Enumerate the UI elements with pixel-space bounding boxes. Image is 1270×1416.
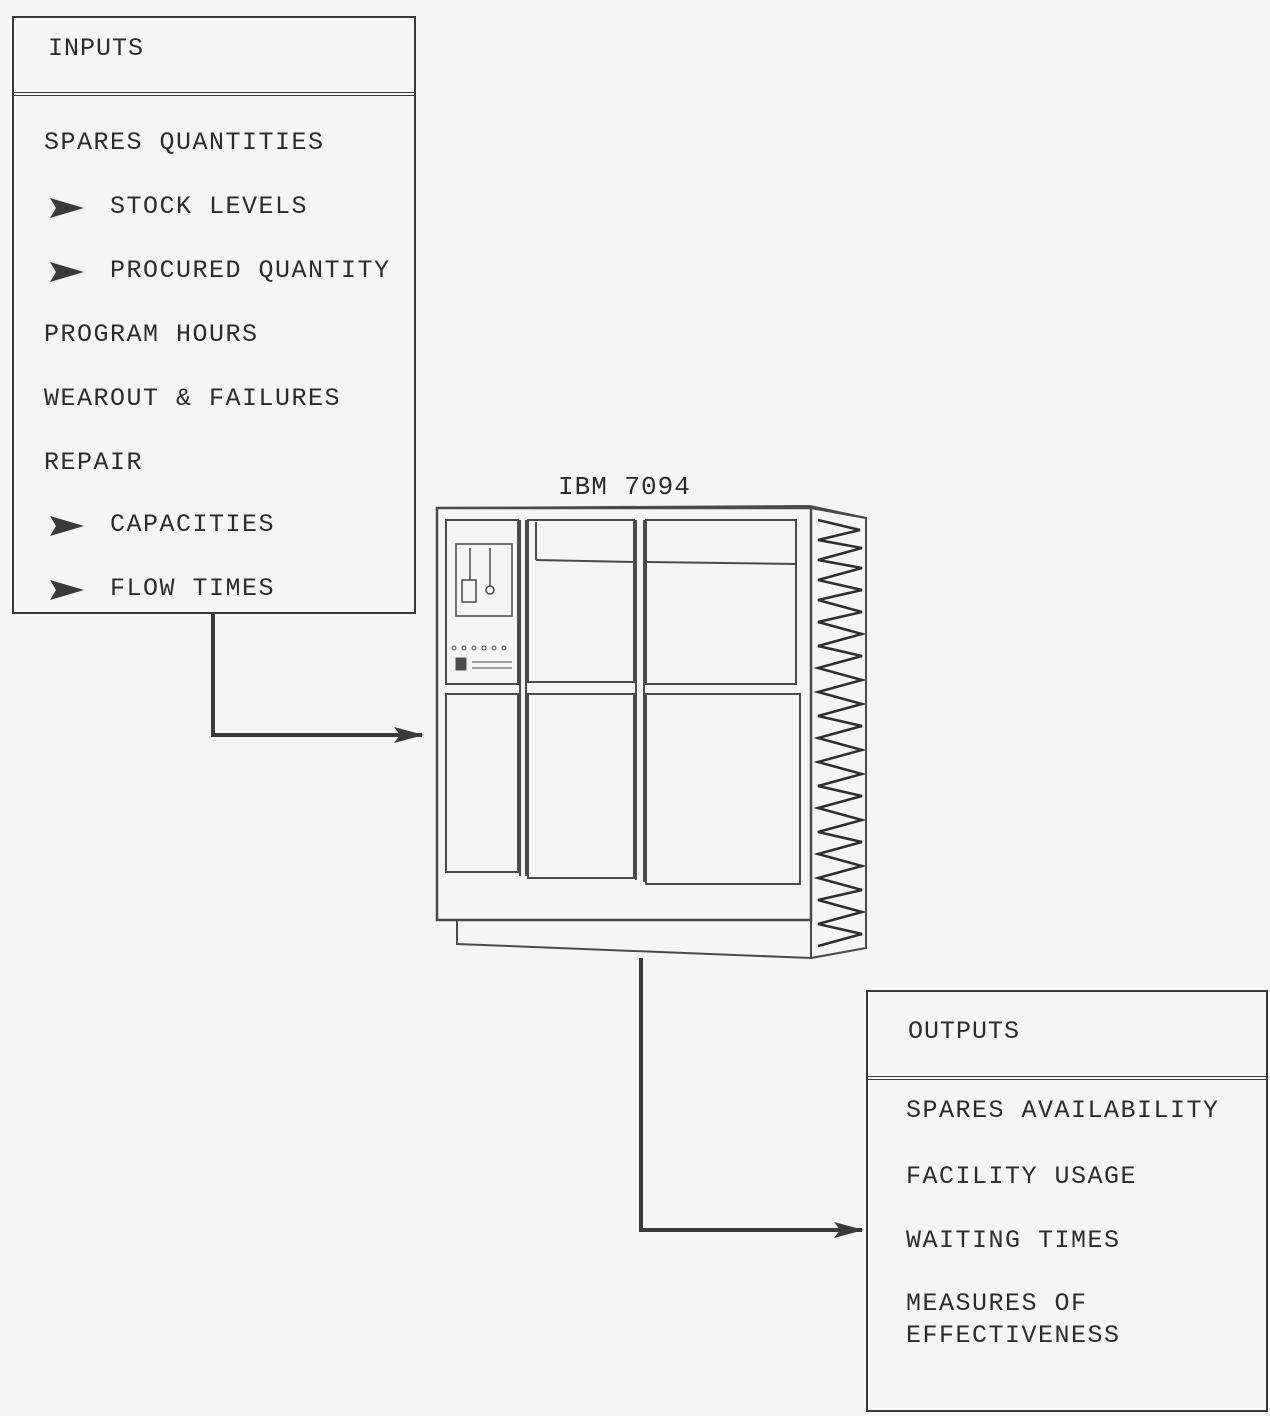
outputs-box: OUTPUTS SPARES AVAILABILITY FACILITY USA… xyxy=(866,990,1268,1412)
arrow-bullet-icon xyxy=(50,580,84,600)
arrow-bullet-icon xyxy=(50,516,84,536)
list-item: REPAIR xyxy=(44,448,143,477)
list-item: FLOW TIMES xyxy=(110,574,275,603)
list-item: WAITING TIMES xyxy=(906,1226,1121,1255)
cabinet-side-shading xyxy=(818,520,862,946)
list-item: MEASURES OF EFFECTIVENESS xyxy=(906,1288,1121,1352)
list-item: SPARES QUANTITIES xyxy=(44,128,325,157)
inputs-to-computer-connector xyxy=(213,614,422,735)
list-item: WEAROUT & FAILURES xyxy=(44,384,341,413)
arrow-bullet-icon xyxy=(50,262,84,282)
inputs-title: INPUTS xyxy=(14,18,414,96)
inputs-box: INPUTS SPARES QUANTITIES STOCK LEVELS PR… xyxy=(12,16,416,614)
list-item: CAPACITIES xyxy=(110,510,275,539)
cabinet-base xyxy=(457,920,811,958)
list-item: STOCK LEVELS xyxy=(110,192,308,221)
computer-to-outputs-connector xyxy=(641,958,862,1230)
list-item: PROGRAM HOURS xyxy=(44,320,259,349)
list-item: PROCURED QUANTITY xyxy=(110,256,391,285)
outputs-title: OUTPUTS xyxy=(868,992,1266,1080)
list-item: FACILITY USAGE xyxy=(906,1162,1137,1191)
computer-illustration xyxy=(437,506,866,958)
arrow-bullet-icon xyxy=(50,198,84,218)
list-item: SPARES AVAILABILITY xyxy=(906,1096,1220,1125)
computer-label: IBM 7094 xyxy=(558,472,691,502)
cabinet-front xyxy=(437,508,811,920)
